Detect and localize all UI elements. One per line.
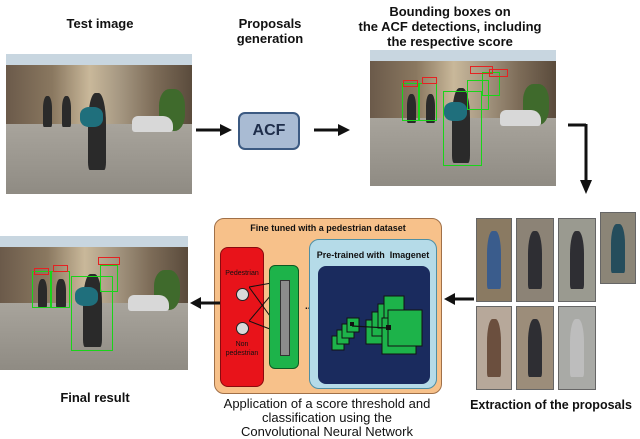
conv-layers-panel bbox=[318, 266, 430, 384]
application-label: Application of a score threshold and cla… bbox=[223, 396, 431, 439]
proposal-crop bbox=[600, 212, 636, 284]
non-pedestrian-node bbox=[236, 322, 249, 335]
cnn-inner-box: Pre-trained with Imagenet bbox=[309, 239, 437, 389]
proposal-crop bbox=[558, 218, 596, 302]
arrow-left-2 bbox=[444, 293, 474, 305]
proposal-crop bbox=[516, 218, 554, 302]
proposal-crop bbox=[476, 218, 512, 302]
test-image-label: Test image bbox=[66, 16, 134, 31]
proposal-crop bbox=[476, 306, 512, 390]
acf-detections-photo bbox=[370, 50, 556, 186]
cnn-outer-title: Fine tuned with a pedestrian dataset bbox=[250, 223, 406, 233]
arrow-left-1 bbox=[190, 297, 220, 309]
arrow-right-2 bbox=[314, 124, 350, 136]
output-layer: Pedestrian Non pedestrian bbox=[220, 247, 264, 387]
pedestrian-node bbox=[236, 288, 249, 301]
proposal-crop bbox=[558, 306, 596, 390]
non-pedestrian-node-label: Non pedestrian bbox=[225, 341, 259, 357]
arrow-down-bracket bbox=[568, 123, 592, 194]
extraction-label: Extraction of the proposals bbox=[470, 398, 632, 412]
cnn-inner-title: Pre-trained with Imagenet bbox=[316, 250, 430, 260]
cnn-outer-box: Fine tuned with a pedestrian dataset Ped… bbox=[214, 218, 442, 394]
proposal-crop bbox=[516, 306, 554, 390]
bounding-boxes-label: Bounding boxes on the ACF detections, in… bbox=[358, 4, 542, 49]
arrow-right-1 bbox=[196, 124, 232, 136]
test-image-photo bbox=[6, 54, 192, 194]
fully-connected-layer bbox=[269, 265, 299, 369]
final-result-photo bbox=[0, 236, 188, 370]
proposals-generation-label: Proposals generation bbox=[236, 16, 304, 46]
final-result-label: Final result bbox=[60, 390, 130, 405]
acf-label: ACF bbox=[252, 122, 286, 139]
acf-box: ACF bbox=[238, 112, 300, 150]
fc-feature-bar bbox=[280, 280, 290, 356]
conv-feature-maps bbox=[331, 295, 423, 355]
pedestrian-node-label: Pedestrian bbox=[225, 270, 259, 277]
